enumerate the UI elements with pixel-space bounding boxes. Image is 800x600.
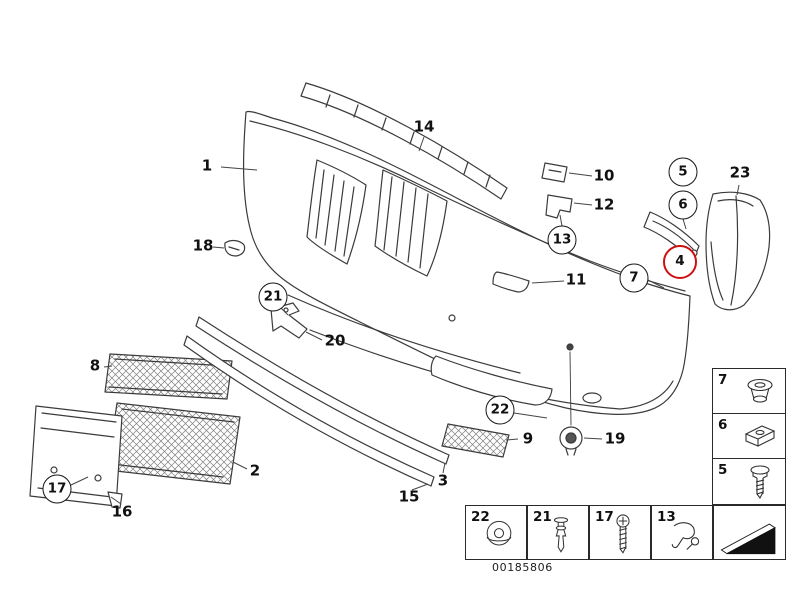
part-19-pdc-sensor (559, 351, 583, 456)
callout-12: 12 (593, 195, 615, 214)
part-12-bracket (545, 194, 573, 219)
kidney-grilles (306, 159, 448, 277)
legend-box-6: 6 (712, 413, 786, 459)
callout-3: 3 (437, 471, 449, 490)
lower-intake (430, 355, 553, 406)
callout-21: 21 (258, 282, 288, 312)
front-direction-wedge-icon (719, 523, 776, 554)
part-8-grille (104, 353, 233, 400)
speed-nut-clip-icon (744, 425, 776, 447)
callout-15: 15 (398, 487, 420, 506)
callout-14: 14 (413, 117, 435, 136)
cable-clip-icon (671, 522, 700, 551)
legend-box-direction (713, 505, 786, 560)
legend-label-17: 17 (595, 509, 614, 525)
callout-2: 2 (249, 461, 261, 480)
legend-box-5: 5 (712, 458, 786, 505)
part-20-bracket (270, 302, 308, 339)
part-14-support-strip (300, 82, 508, 200)
washer-grommet-icon (486, 521, 512, 546)
callout-18: 18 (192, 236, 214, 255)
callout-22: 22 (485, 395, 515, 425)
callout-19: 19 (604, 429, 626, 448)
legend-label-7: 7 (718, 372, 728, 388)
part-9-grille (441, 423, 510, 458)
callout-6: 6 (668, 190, 698, 220)
callout-20: 20 (324, 331, 346, 350)
screw-icon (750, 464, 770, 499)
legend-box-22: 22 (465, 505, 527, 560)
callout-4: 4 (663, 245, 697, 279)
legend-label-13: 13 (657, 509, 676, 525)
callout-13: 13 (547, 225, 577, 255)
legend-box-17: 17 (589, 505, 651, 560)
legend-box-21: 21 (527, 505, 589, 560)
part-18-clip (224, 239, 246, 257)
legend-label-21: 21 (533, 509, 552, 525)
grommet-clip-icon (747, 378, 773, 403)
legend-box-7: 7 (712, 368, 786, 414)
part-15-trim-strip (183, 335, 435, 487)
legend-label-22: 22 (471, 509, 490, 525)
part-3-trim-strip (195, 316, 450, 465)
part-10-bracket (541, 162, 568, 183)
callout-16: 16 (111, 502, 133, 521)
callout-9: 9 (522, 429, 534, 448)
part-11-washer-cover (492, 271, 530, 293)
callout-5: 5 (668, 157, 698, 187)
callout-17: 17 (42, 474, 72, 504)
callout-23: 23 (729, 163, 751, 182)
expansion-rivet-icon (553, 517, 569, 553)
part-number: 00185806 (492, 561, 553, 574)
callout-7: 7 (619, 263, 649, 293)
callout-10: 10 (593, 166, 615, 185)
legend-box-13: 13 (651, 505, 713, 560)
phillips-screw-icon (616, 514, 630, 554)
callout-11: 11 (565, 270, 587, 289)
leader-lines (70, 136, 740, 505)
callout-8: 8 (89, 356, 101, 375)
callout-1: 1 (201, 156, 213, 175)
legend-label-5: 5 (718, 462, 728, 478)
part-23-side-panel (705, 191, 771, 311)
legend-label-6: 6 (718, 417, 728, 433)
